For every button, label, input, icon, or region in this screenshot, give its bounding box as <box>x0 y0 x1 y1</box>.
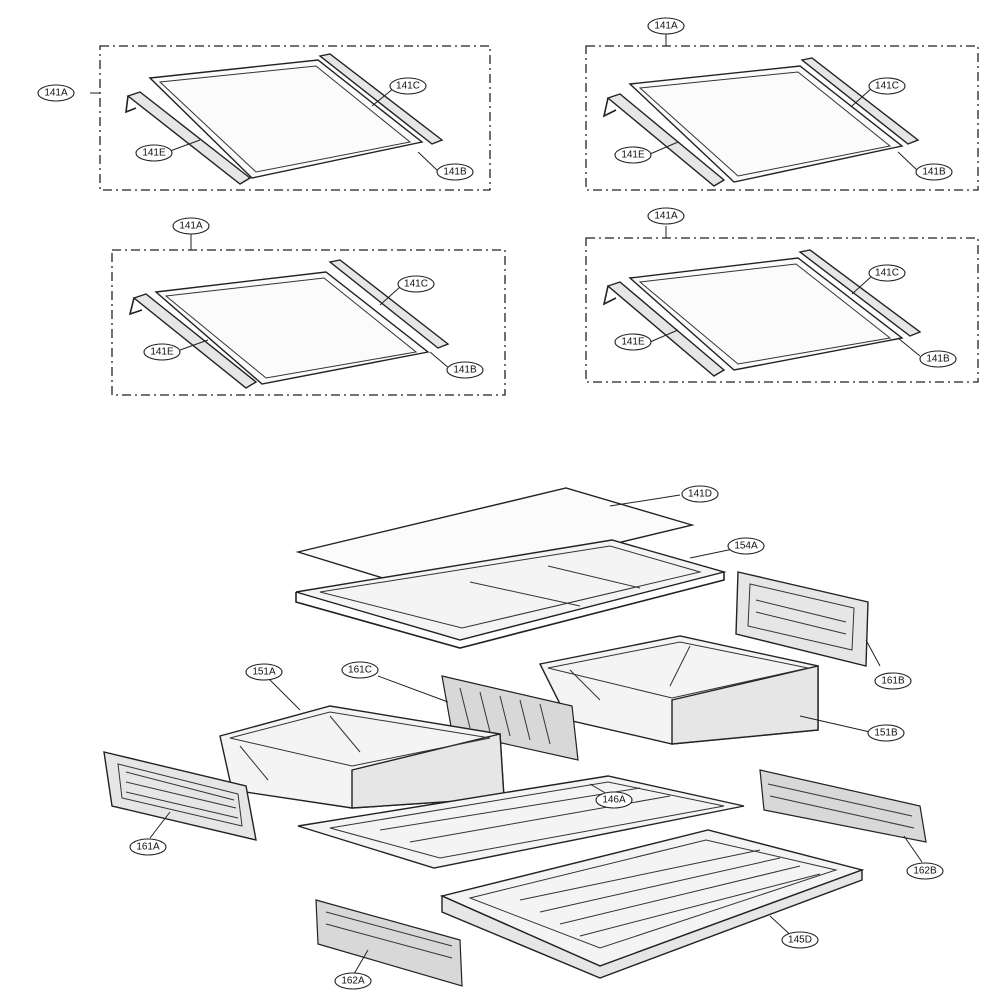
callout-s3-141B: 141B <box>446 361 484 379</box>
callout-145D: 145D <box>781 931 819 949</box>
callout-154A: 154A <box>727 537 765 555</box>
svg-text:161B: 161B <box>881 676 905 687</box>
svg-text:161A: 161A <box>136 842 160 853</box>
svg-text:162B: 162B <box>913 866 937 877</box>
callout-s4-141A: 141A <box>647 207 685 225</box>
svg-text:141A: 141A <box>654 21 678 32</box>
shelf-rail-left <box>126 91 252 185</box>
svg-text:146A: 146A <box>602 795 626 806</box>
callout-151B: 151B <box>867 724 905 742</box>
svg-text:145D: 145D <box>788 935 812 946</box>
callout-s1-141C: 141C <box>389 77 427 95</box>
svg-text:141E: 141E <box>621 337 645 348</box>
callout-s1-141B: 141B <box>436 163 474 181</box>
drawer-front-cover-right <box>735 571 881 667</box>
callout-s2-141A: 141A <box>647 17 685 35</box>
svg-text:154A: 154A <box>734 541 758 552</box>
svg-text:162A: 162A <box>341 976 365 987</box>
crisper-cover-glass <box>295 487 695 591</box>
bottom-tray <box>439 829 865 979</box>
svg-text:141C: 141C <box>404 279 428 290</box>
vegetable-drawer-right <box>538 635 871 745</box>
shelf-glass <box>148 59 424 179</box>
drawer-front-cover-left <box>103 751 257 841</box>
callout-s3-141E: 141E <box>143 343 181 361</box>
drawer-divider <box>377 675 579 761</box>
callout-151A: 151A <box>245 663 283 681</box>
lower-front-rail <box>315 899 463 987</box>
svg-text:141A: 141A <box>44 88 68 99</box>
vegetable-drawer-left <box>219 677 505 809</box>
svg-text:141A: 141A <box>654 211 678 222</box>
svg-text:141E: 141E <box>142 148 166 159</box>
callout-162A: 162A <box>334 972 372 990</box>
svg-text:141C: 141C <box>875 81 899 92</box>
callout-161A: 161A <box>129 838 167 856</box>
shelf-assembly-top-left <box>90 45 491 191</box>
svg-text:141B: 141B <box>922 167 946 178</box>
svg-text:141E: 141E <box>150 347 174 358</box>
callout-s2-141E: 141E <box>614 146 652 164</box>
callout-s2-141B: 141B <box>915 163 953 181</box>
shelf-assembly-mid-right <box>585 226 979 383</box>
svg-text:161C: 161C <box>348 665 372 676</box>
svg-text:151B: 151B <box>874 728 898 739</box>
svg-text:141A: 141A <box>179 221 203 232</box>
callout-141D: 141D <box>681 485 719 503</box>
callout-s3-141C: 141C <box>397 275 435 293</box>
callout-161C: 161C <box>341 661 379 679</box>
svg-text:141D: 141D <box>688 489 712 500</box>
callout-s1-141A: 141A <box>37 84 75 102</box>
callout-s3-141A: 141A <box>172 217 210 235</box>
svg-text:141C: 141C <box>396 81 420 92</box>
callout-s1-141E: 141E <box>135 144 173 162</box>
svg-text:141B: 141B <box>453 365 477 376</box>
svg-text:141E: 141E <box>621 150 645 161</box>
side-rail-right <box>759 769 927 863</box>
svg-text:141B: 141B <box>443 167 467 178</box>
callout-s2-141C: 141C <box>868 77 906 95</box>
callout-s4-141E: 141E <box>614 333 652 351</box>
callout-161B: 161B <box>874 672 912 690</box>
svg-text:141C: 141C <box>875 268 899 279</box>
svg-text:151A: 151A <box>252 667 276 678</box>
shelf-assembly-mid-left <box>111 234 506 396</box>
callout-146A: 146A <box>595 791 633 809</box>
callout-162B: 162B <box>906 862 944 880</box>
shelf-assembly-top-right <box>585 34 979 191</box>
callout-s4-141B: 141B <box>919 350 957 368</box>
svg-text:141B: 141B <box>926 354 950 365</box>
callout-s4-141C: 141C <box>868 264 906 282</box>
crisper-cover-frame <box>295 539 739 649</box>
